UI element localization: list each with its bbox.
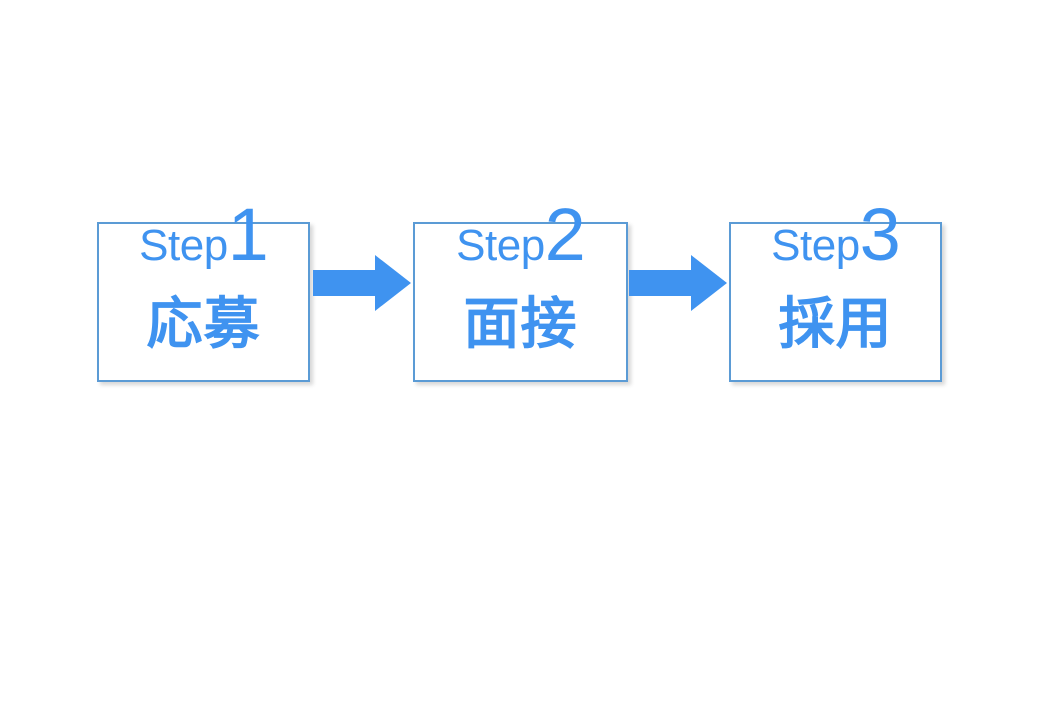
step-3-word: Step (771, 221, 860, 270)
step-3-number: 3 (859, 193, 901, 276)
step-2-label: Step2 (415, 198, 626, 272)
step-3-caption: 採用 (778, 292, 893, 355)
step-box-1[interactable]: Step1 応募 (97, 198, 310, 382)
arrow-step1-to-step2 (313, 255, 411, 311)
step-box-2[interactable]: Step2 面接 (413, 198, 628, 382)
step-1-label: Step1 (99, 198, 308, 272)
step-box-1-content: Step1 応募 (99, 198, 308, 380)
right-arrow-icon (629, 255, 727, 311)
step-3-label: Step3 (731, 198, 940, 272)
step-box-3-content: Step3 採用 (731, 198, 940, 380)
arrow-step2-to-step3 (629, 255, 727, 311)
step-2-word: Step (456, 221, 545, 270)
step-2-number: 2 (544, 193, 586, 276)
step-1-number: 1 (227, 193, 269, 276)
step-2-caption: 面接 (463, 292, 578, 355)
step-1-caption: 応募 (146, 292, 261, 355)
step-1-word: Step (139, 221, 228, 270)
step-box-3[interactable]: Step3 採用 (729, 198, 942, 382)
right-arrow-icon (313, 255, 411, 311)
step-box-2-content: Step2 面接 (415, 198, 626, 380)
